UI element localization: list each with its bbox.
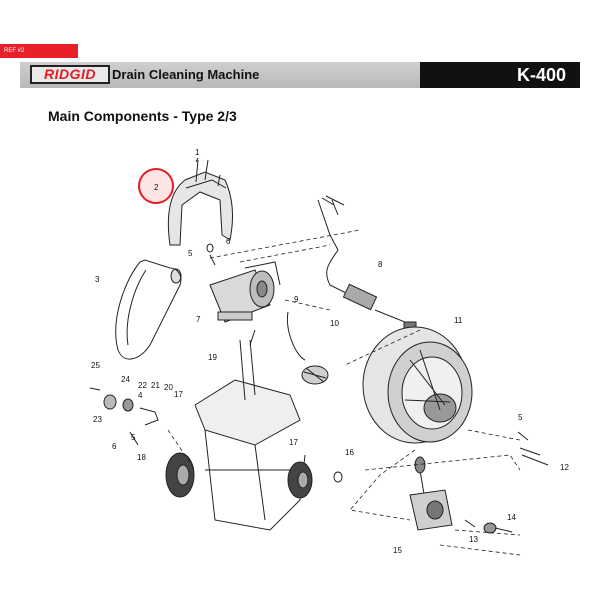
callout-24: 24 — [121, 375, 130, 384]
callout-21: 21 — [151, 381, 160, 390]
drum — [362, 326, 473, 444]
pulley — [170, 268, 182, 284]
callout-16: 16 — [345, 448, 354, 457]
callout-6b: 6 — [112, 442, 117, 451]
assembly-guides — [167, 229, 521, 556]
wheels — [165, 452, 313, 499]
header-bar: RIDGID Drain Cleaning Machine K-400 — [20, 62, 580, 88]
drive-belt — [115, 259, 182, 360]
power-cord — [317, 195, 417, 334]
highlight-circle — [138, 168, 174, 204]
callout-17b: 17 — [289, 438, 298, 447]
motor — [209, 261, 281, 323]
product-name: Drain Cleaning Machine — [112, 67, 260, 82]
callout-12: 12 — [560, 463, 569, 472]
callout-4: 4 — [138, 391, 143, 400]
callout-11: 11 — [454, 316, 463, 325]
callout-22: 22 — [138, 381, 147, 390]
brand-logo: RIDGID — [30, 65, 110, 84]
callout-18: 18 — [137, 453, 146, 462]
section-title: Main Components - Type 2/3 — [48, 108, 237, 124]
callout-5c: 5 — [518, 413, 523, 422]
callout-14: 14 — [507, 513, 516, 522]
header-left-panel: RIDGID Drain Cleaning Machine — [20, 62, 420, 88]
callout-25: 25 — [91, 361, 100, 370]
callout-2: 2 — [154, 183, 159, 192]
frame — [194, 329, 306, 531]
foot-switch — [286, 311, 329, 385]
callout-10: 10 — [330, 319, 339, 328]
callout-7: 7 — [196, 315, 201, 324]
callout-5b: 5 — [131, 433, 136, 442]
belt-guard — [167, 157, 233, 246]
ref-tag: REF #2 — [0, 44, 78, 58]
header-right-panel: K-400 — [420, 62, 580, 88]
callout-17a: 17 — [174, 390, 183, 399]
callout-3: 3 — [95, 275, 100, 284]
callout-1: 1 — [195, 148, 200, 157]
callout-9: 9 — [294, 295, 299, 304]
callout-8: 8 — [378, 260, 383, 269]
callout-15: 15 — [393, 546, 402, 555]
callout-6: 6 — [226, 237, 231, 246]
callout-20: 20 — [164, 383, 173, 392]
callout-labels: 1 2 3 5 6 7 9 10 8 11 19 25 24 22 21 20 … — [91, 148, 569, 555]
model-number: K-400 — [516, 65, 566, 85]
callout-5: 5 — [188, 249, 193, 258]
callout-23: 23 — [93, 415, 102, 424]
callout-13: 13 — [469, 535, 478, 544]
feed-control — [409, 456, 453, 531]
callout-19: 19 — [208, 353, 217, 362]
